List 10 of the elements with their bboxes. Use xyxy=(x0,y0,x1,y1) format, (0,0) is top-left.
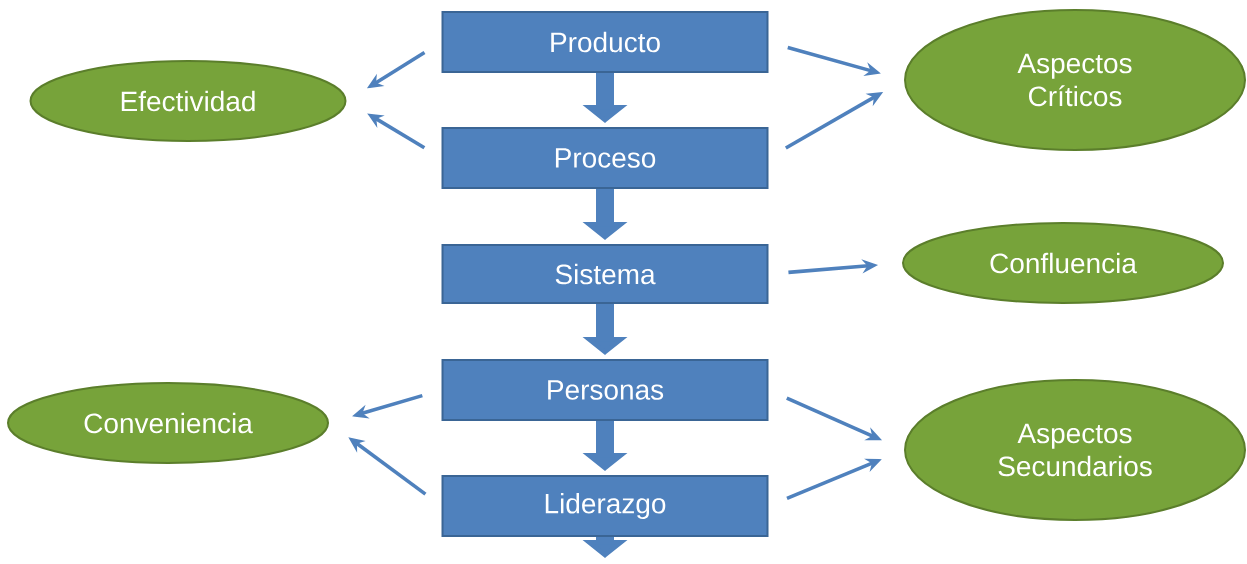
process-box: Personas xyxy=(441,359,769,421)
oval: Conveniencia xyxy=(7,382,329,464)
oval: Aspectos Críticos xyxy=(904,9,1246,151)
process-box: Sistema xyxy=(441,244,769,304)
oval: Confluencia xyxy=(902,222,1224,304)
process-box: Producto xyxy=(441,11,769,73)
oval: Aspectos Secundarios xyxy=(904,379,1246,521)
oval: Efectividad xyxy=(29,60,347,142)
process-box: Proceso xyxy=(441,127,769,189)
process-box: Liderazgo xyxy=(441,475,769,537)
